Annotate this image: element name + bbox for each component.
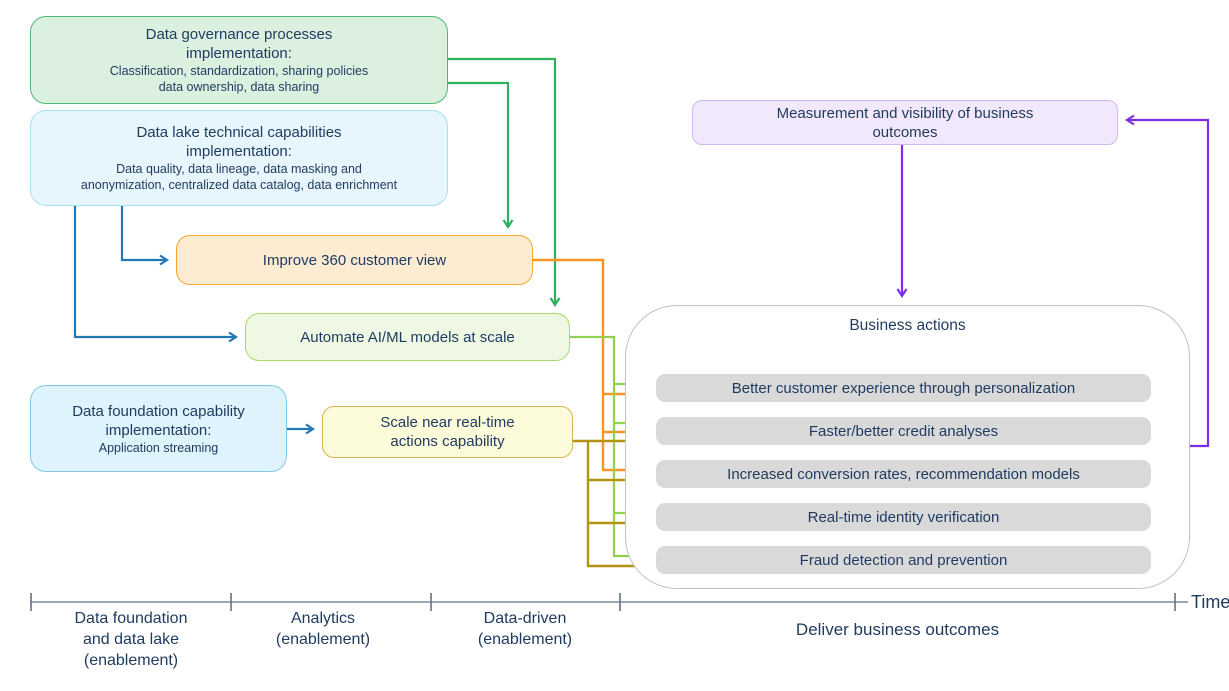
- business-action-item-4: Real-time identity verification: [656, 503, 1151, 531]
- governance-box: Data governance processes implementation…: [30, 16, 448, 104]
- timeline-phase-foundation: Data foundation and data lake (enablemen…: [31, 608, 231, 671]
- timeline-phase-analytics-line1: Analytics: [290, 610, 356, 627]
- timeline-phase-deliver: Deliver business outcomes: [620, 619, 1175, 640]
- improve-360-box: Improve 360 customer view: [176, 235, 533, 285]
- business-action-item-2: Faster/better credit analyses: [656, 417, 1151, 445]
- arrow-datalake-to-improve360: [120, 206, 170, 266]
- business-actions-container: [625, 305, 1190, 589]
- measurement-line2: outcomes: [872, 123, 938, 141]
- data-foundation-box: Data foundation capability implementatio…: [30, 385, 287, 472]
- data-foundation-title-line1: Data foundation capability: [72, 402, 245, 420]
- timeline-phase-foundation-line1: Data foundation: [74, 610, 188, 627]
- improve-360-label: Improve 360 customer view: [262, 251, 447, 269]
- arrow-governance-to-improve360: [448, 81, 514, 230]
- data-lake-title-line2: implementation:: [186, 143, 292, 160]
- data-lake-detail-line1: Data quality, data lineage, data masking…: [116, 162, 362, 176]
- scale-realtime-line1: Scale near real-time: [380, 414, 515, 431]
- data-lake-detail-line2: anonymization, centralized data catalog,…: [80, 178, 398, 192]
- timeline-phase-foundation-line2: and data lake: [82, 631, 180, 648]
- scale-realtime-line2: actions capability: [390, 433, 505, 450]
- business-action-item-3: Increased conversion rates, recommendati…: [656, 460, 1151, 488]
- timeline-phase-datadriven-line2: (enablement): [477, 631, 573, 648]
- governance-detail-line2: data ownership, data sharing: [158, 80, 320, 94]
- automate-aiml-label: Automate AI/ML models at scale: [300, 328, 515, 346]
- data-lake-title-line1: Data lake technical capabilities: [136, 124, 342, 141]
- timeline-phase-deliver-line1: Deliver business outcomes: [795, 620, 1000, 639]
- governance-title-line2: implementation:: [186, 45, 292, 62]
- timeline-phase-analytics-line2: (enablement): [275, 631, 371, 648]
- business-action-item-1: Better customer experience through perso…: [656, 374, 1151, 402]
- business-actions-title: Business actions: [849, 317, 966, 334]
- timeline-phase-foundation-line3: (enablement): [83, 652, 179, 669]
- timeline-phase-analytics: Analytics (enablement): [223, 608, 423, 650]
- data-foundation-detail-line1: Application streaming: [98, 440, 219, 455]
- governance-detail-line1: Classification, standardization, sharing…: [109, 64, 369, 78]
- scale-realtime-box: Scale near real-time actions capability: [322, 406, 573, 458]
- timeline-phase-datadriven-line1: Data-driven: [483, 610, 567, 627]
- measurement-box: Measurement and visibility of business o…: [692, 100, 1118, 145]
- governance-title-line1: Data governance processes: [145, 26, 333, 43]
- data-lake-box: Data lake technical capabilities impleme…: [30, 110, 448, 206]
- automate-aiml-box: Automate AI/ML models at scale: [245, 313, 570, 361]
- time-axis-label: Time: [1191, 592, 1229, 612]
- data-foundation-title-line2: implementation:: [105, 421, 212, 439]
- business-action-item-5: Fraud detection and prevention: [656, 546, 1151, 574]
- timeline-phase-datadriven: Data-driven (enablement): [425, 608, 625, 650]
- measurement-line1: Measurement and visibility of business: [776, 104, 1034, 122]
